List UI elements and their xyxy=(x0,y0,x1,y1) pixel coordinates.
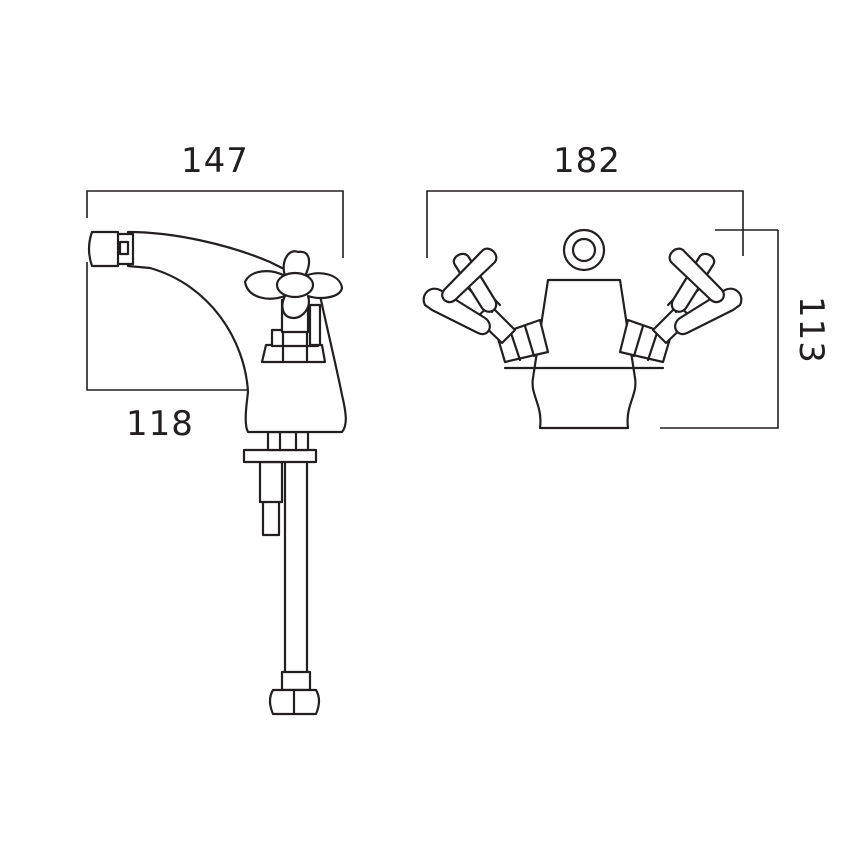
dim-label-height: 113 xyxy=(791,296,831,364)
front-left-cross-handle xyxy=(422,247,498,336)
dim-label-side-depth: 118 xyxy=(126,404,194,444)
supply-pipe xyxy=(258,458,321,716)
dim-label-front-width: 182 xyxy=(553,141,621,181)
side-cross-handle xyxy=(243,250,344,320)
front-view: 182 113 xyxy=(422,141,831,430)
front-dimension-lines xyxy=(426,190,779,429)
front-body xyxy=(531,278,637,430)
side-view: 147 118 xyxy=(86,141,347,716)
side-valve xyxy=(260,298,327,364)
front-outlet xyxy=(562,228,606,272)
base-flange xyxy=(242,430,318,464)
spout-outlet xyxy=(87,230,135,268)
dim-label-side-width: 147 xyxy=(181,141,249,181)
front-right-cross-handle xyxy=(668,247,743,336)
